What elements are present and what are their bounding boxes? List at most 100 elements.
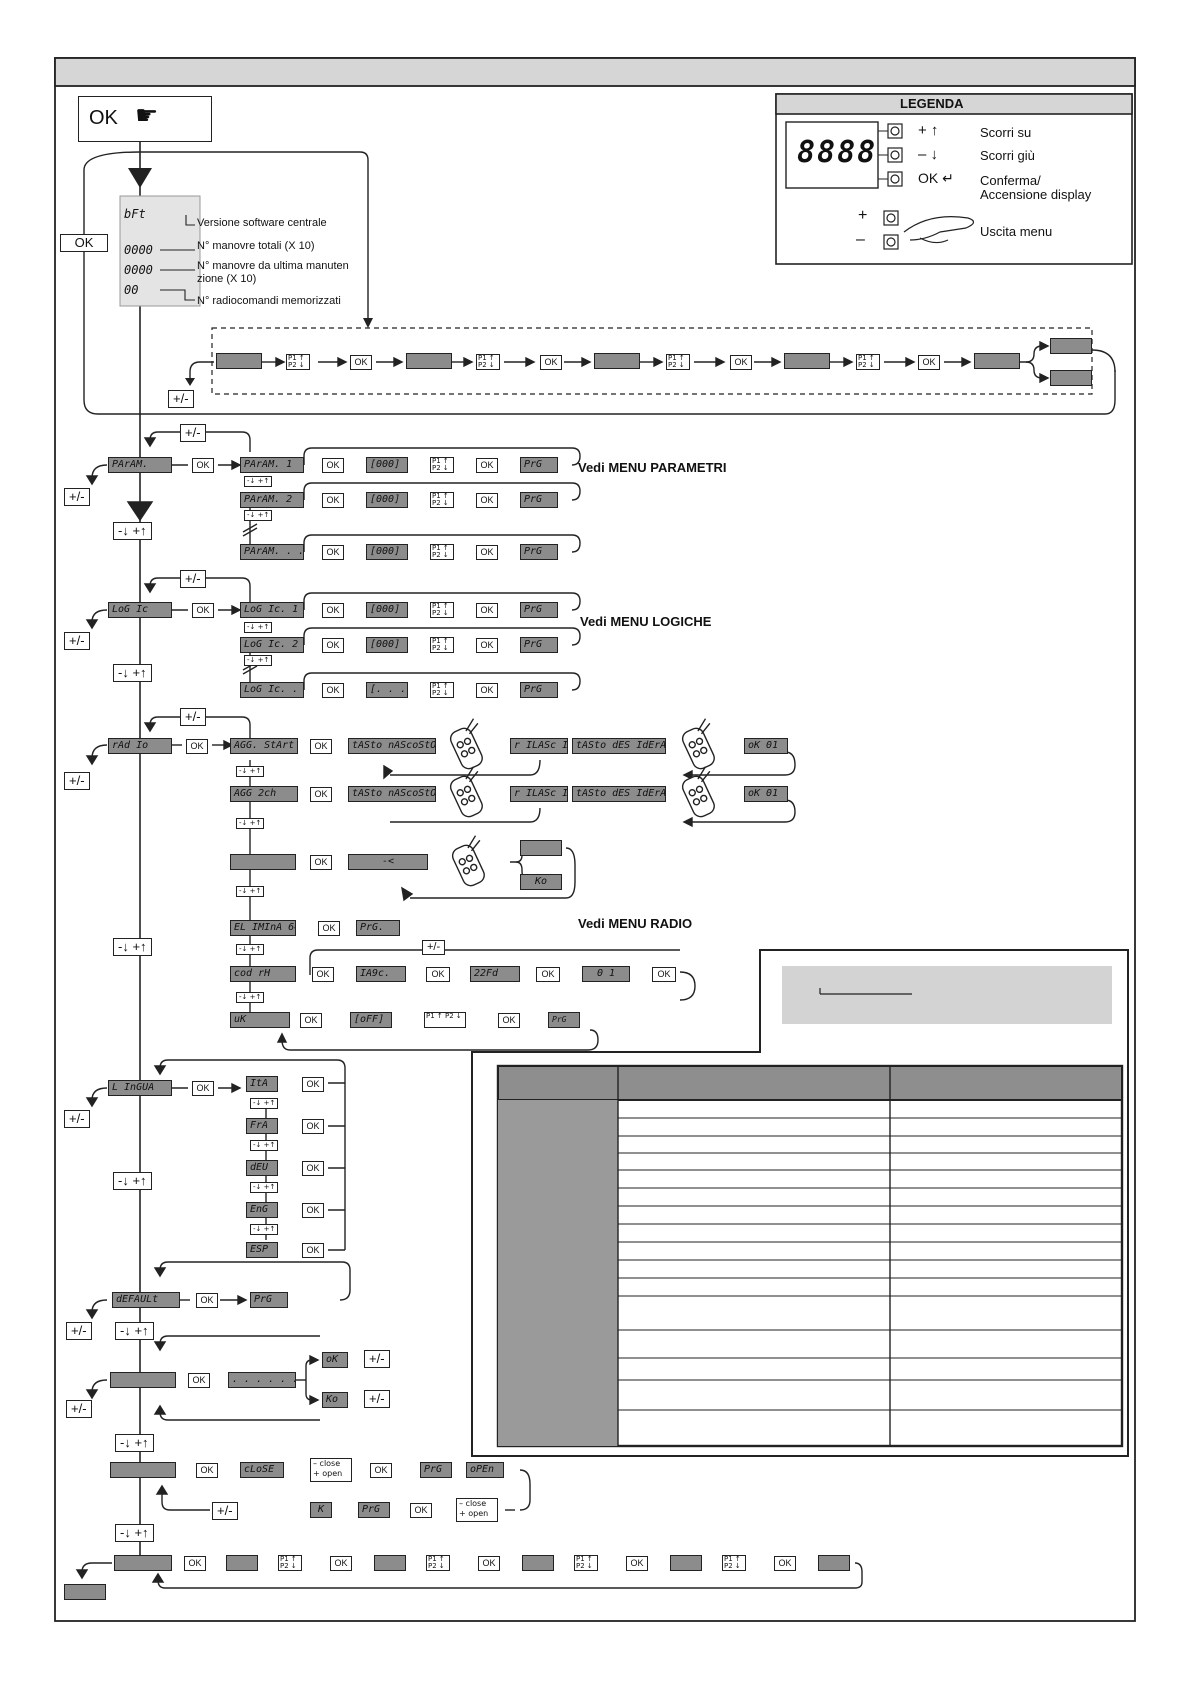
lingua-item-fra[interactable]: FrA	[246, 1118, 278, 1134]
lingua-item-esp[interactable]: ESP	[246, 1242, 278, 1258]
param-row2-ok-1[interactable]: OK	[322, 493, 344, 508]
last-exit[interactable]	[64, 1584, 106, 1600]
last-ok-5[interactable]: OK	[774, 1556, 796, 1571]
last-ok-2[interactable]: OK	[330, 1556, 352, 1571]
logic-nav[interactable]: -↓ +↑	[113, 664, 152, 682]
radio-agg-2ch[interactable]: AGG 2ch	[230, 786, 298, 802]
default-nav[interactable]: -↓ +↑	[115, 1322, 154, 1340]
autoset-close-open[interactable]: – close + open	[310, 1458, 352, 1482]
lingua-item-ita[interactable]: ItA	[246, 1076, 278, 1092]
param-item-3[interactable]: PArAM. . . .	[240, 544, 304, 560]
last-p12-3[interactable]: P1 ↑ P2 ↓	[574, 1555, 598, 1571]
last-ok-1[interactable]: OK	[184, 1556, 206, 1571]
last-menu[interactable]	[114, 1555, 172, 1571]
logic-row2-ok-1[interactable]: OK	[322, 638, 344, 653]
param-row1-ok-1[interactable]: OK	[322, 458, 344, 473]
param-ok[interactable]: OK	[192, 458, 214, 473]
radio-cod-ok-4[interactable]: OK	[652, 967, 676, 982]
dashed-ok-2[interactable]: OK	[540, 355, 562, 370]
diag-nav[interactable]: -↓ +↑	[115, 1434, 154, 1452]
last-ok-3[interactable]: OK	[478, 1556, 500, 1571]
autoset-nav[interactable]: -↓ +↑	[115, 1524, 154, 1542]
last-p12-4[interactable]: P1 ↑ P2 ↓	[722, 1555, 746, 1571]
logic-item-3[interactable]: LoG Ic. . . .	[240, 682, 304, 698]
diag-ok[interactable]: OK	[188, 1373, 210, 1388]
lingua-nav-small-4[interactable]: -↓ +↑	[250, 1224, 278, 1235]
last-p12-1[interactable]: P1 ↑ P2 ↓	[278, 1555, 302, 1571]
diag-plus-minus-left[interactable]: +/-	[66, 1400, 92, 1418]
autoset-menu[interactable]	[110, 1462, 176, 1478]
radio-plus-minus-top[interactable]: +/-	[180, 708, 206, 726]
dashed-p12-3[interactable]: P1 ↑ P2 ↓	[666, 354, 690, 370]
diag-ok-plus-minus[interactable]: +/-	[364, 1350, 390, 1368]
radio-nav-small-3[interactable]: -↓ +↑	[236, 886, 264, 897]
last-ok-4[interactable]: OK	[626, 1556, 648, 1571]
radio-ok[interactable]: OK	[186, 739, 208, 754]
logic-row3-ok-2[interactable]: OK	[476, 683, 498, 698]
logic-row1-ok-2[interactable]: OK	[476, 603, 498, 618]
logic-row3-ok-1[interactable]: OK	[322, 683, 344, 698]
param-nav-small-1[interactable]: -↓ +↑	[244, 476, 272, 487]
info-ok-button[interactable]: OK	[60, 234, 108, 252]
default-plus-minus-left[interactable]: +/-	[66, 1322, 92, 1340]
dashed-p12-1[interactable]: P1 ↑ P2 ↓	[286, 354, 310, 370]
radio-agg-start-ok[interactable]: OK	[310, 739, 332, 754]
dashed-ok-1[interactable]: OK	[350, 355, 372, 370]
dashed-ok-4[interactable]: OK	[918, 355, 940, 370]
logic-row2-ok-2[interactable]: OK	[476, 638, 498, 653]
lingua-eng-ok[interactable]: OK	[302, 1203, 324, 1218]
lingua-nav-small-1[interactable]: -↓ +↑	[250, 1098, 278, 1109]
dashed-plus-minus[interactable]: +/-	[168, 390, 194, 408]
logic-row1-ok-1[interactable]: OK	[322, 603, 344, 618]
dashed-p12-2[interactable]: P1 ↑ P2 ↓	[476, 354, 500, 370]
lingua-plus-minus-left[interactable]: +/-	[64, 1110, 90, 1128]
logic-nav-small-2[interactable]: -↓ +↑	[244, 655, 272, 666]
lingua-nav[interactable]: -↓ +↑	[113, 1172, 152, 1190]
param-row2-p12[interactable]: P1 ↑ P2 ↓	[430, 492, 454, 508]
logic-ok[interactable]: OK	[192, 603, 214, 618]
lingua-nav-small-3[interactable]: -↓ +↑	[250, 1182, 278, 1193]
param-plus-minus-top[interactable]: +/-	[180, 424, 206, 442]
param-row1-p12[interactable]: P1 ↑ P2 ↓	[430, 457, 454, 473]
autoset-ok-1[interactable]: OK	[196, 1463, 218, 1478]
radio-cod-ok-3[interactable]: OK	[536, 967, 560, 982]
radio-read-ok[interactable]: OK	[310, 855, 332, 870]
lingua-deu-ok[interactable]: OK	[302, 1161, 324, 1176]
radio-elimina[interactable]: EL IMInA 64	[230, 920, 296, 936]
last-p12-2[interactable]: P1 ↑ P2 ↓	[426, 1555, 450, 1571]
logic-row2-p12[interactable]: P1 ↑ P2 ↓	[430, 637, 454, 653]
param-plus-minus-left[interactable]: +/-	[64, 488, 90, 506]
autoset-ok-3[interactable]: OK	[410, 1503, 432, 1518]
param-row3-ok-1[interactable]: OK	[322, 545, 344, 560]
logic-plus-minus-left[interactable]: +/-	[64, 632, 90, 650]
radio-uk-ok-2[interactable]: OK	[498, 1013, 520, 1028]
radio-elimina-ok[interactable]: OK	[318, 921, 340, 936]
radio-cod-ok-1[interactable]: OK	[312, 967, 334, 982]
default-menu[interactable]: dEFAULt	[112, 1292, 180, 1308]
radio-uk-ok[interactable]: OK	[300, 1013, 322, 1028]
param-row3-p12[interactable]: P1 ↑ P2 ↓	[430, 544, 454, 560]
param-nav[interactable]: -↓ +↑	[113, 522, 152, 540]
radio-uk-p12[interactable]: P1 ↑ P2 ↓	[424, 1012, 466, 1028]
lingua-ok[interactable]: OK	[192, 1081, 214, 1096]
autoset-ok-2[interactable]: OK	[370, 1463, 392, 1478]
diag-menu[interactable]	[110, 1372, 176, 1388]
radio-cod-plus-minus[interactable]: +/-	[422, 940, 445, 955]
radio-nav-small-4[interactable]: -↓ +↑	[236, 944, 264, 955]
radio-agg-start[interactable]: AGG. StArt	[230, 738, 298, 754]
lingua-fra-ok[interactable]: OK	[302, 1119, 324, 1134]
radio-plus-minus-left[interactable]: +/-	[64, 772, 90, 790]
logic-row3-p12[interactable]: P1 ↑ P2 ↓	[430, 682, 454, 698]
autoset-close-open-2[interactable]: – close + open	[456, 1498, 498, 1522]
lingua-item-deu[interactable]: dEU	[246, 1160, 278, 1176]
param-row2-ok-2[interactable]: OK	[476, 493, 498, 508]
dashed-p12-4[interactable]: P1 ↑ P2 ↓	[856, 354, 880, 370]
logic-menu[interactable]: LoG Ic	[108, 602, 172, 618]
lingua-nav-small-2[interactable]: -↓ +↑	[250, 1140, 278, 1151]
logic-item-1[interactable]: LoG Ic. 1	[240, 602, 304, 618]
logic-plus-minus-top[interactable]: +/-	[180, 570, 206, 588]
param-row1-ok-2[interactable]: OK	[476, 458, 498, 473]
radio-nav-small-5[interactable]: -↓ +↑	[236, 992, 264, 1003]
diag-ko-plus-minus[interactable]: +/-	[364, 1390, 390, 1408]
lingua-menu[interactable]: L InGUA	[108, 1080, 172, 1096]
